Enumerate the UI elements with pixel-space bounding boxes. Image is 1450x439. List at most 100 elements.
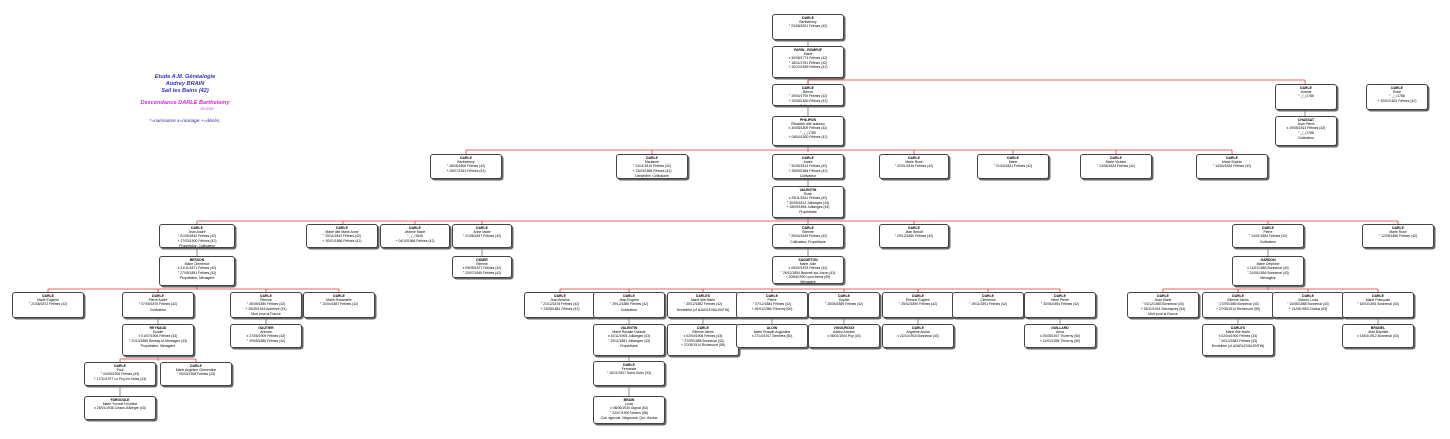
person-event: ° 15/11/1907 Saint-Ouen (93) [606, 371, 652, 376]
person-given-name: Étienne Alexis [1227, 298, 1249, 303]
person-surname: DARLE [802, 156, 814, 160]
person-given-name: Étienne [260, 298, 272, 303]
person-event: ° 30/06/1894 Fétines (42) [1040, 302, 1080, 307]
person-surname: DARLE [190, 364, 202, 368]
person-event: ° 27/09/1885 Bonnenal (43) [682, 338, 724, 343]
person-occupation: Cultivateur, Propriétaire [790, 239, 826, 244]
person-event: ° 21/10/1885 Bessay-le-Montagne (43) [128, 338, 188, 343]
person-occupation: Ménagère [800, 280, 816, 284]
person-given-name: Victorin Louis [1297, 298, 1319, 303]
person-occupation: Propriétaire [620, 343, 638, 348]
person-event: x 08/06/1930 Gignat (63) [610, 406, 648, 411]
person-event: + 21/05/1953 Chalus (63) [1288, 306, 1328, 311]
person-surname: DARLE [1392, 226, 1404, 230]
person-surname: DARLE [912, 294, 924, 298]
person-surname: VALENTIN [799, 188, 817, 192]
person-occupation: Cultivateur [799, 173, 817, 178]
person-occupation: Propriétaire, Ménagère [140, 343, 176, 348]
person-given-name: Marie Eugénie [37, 298, 59, 303]
person-given-name: Jean Antoine [550, 298, 570, 303]
person-surname: DARLE [152, 294, 164, 298]
person-surname: DARLE [42, 294, 54, 298]
person-surname: DARLE [554, 294, 566, 298]
person-event: x 19/05/1813 Fétines (42) [1286, 126, 1326, 131]
person-given-name: Marie Angéline Clémentine [175, 368, 217, 373]
person-given-name: André [803, 160, 813, 165]
person-surname: GARDON [1260, 258, 1276, 262]
person-occupation: Cultivateur [620, 307, 638, 312]
person-surname: DARLE [646, 156, 658, 160]
person-surname: DARLE [1054, 294, 1066, 298]
person-given-name: Marie Victoire [1105, 160, 1127, 165]
person-given-name: Anne Marie [473, 230, 491, 235]
person-surname: DARLE [1391, 86, 1403, 90]
person-event: ° 21/06/1847 Fétines (42) [462, 234, 502, 239]
person-occupation: Dentelière (cf sDARLE/VALENTIN) [676, 307, 730, 312]
person-surname: DARLE [333, 294, 345, 298]
person-event: + 05/07/1813 Fétines (42) [446, 168, 486, 173]
person-occupation: Propriétaire [799, 210, 817, 215]
person-event: + 30/01/1866 Fétines (42) [322, 238, 362, 243]
person-event: x 20/08/1947 Thiverny (60) [1039, 334, 1081, 339]
person-given-name: Adrien Antoine [832, 330, 856, 335]
